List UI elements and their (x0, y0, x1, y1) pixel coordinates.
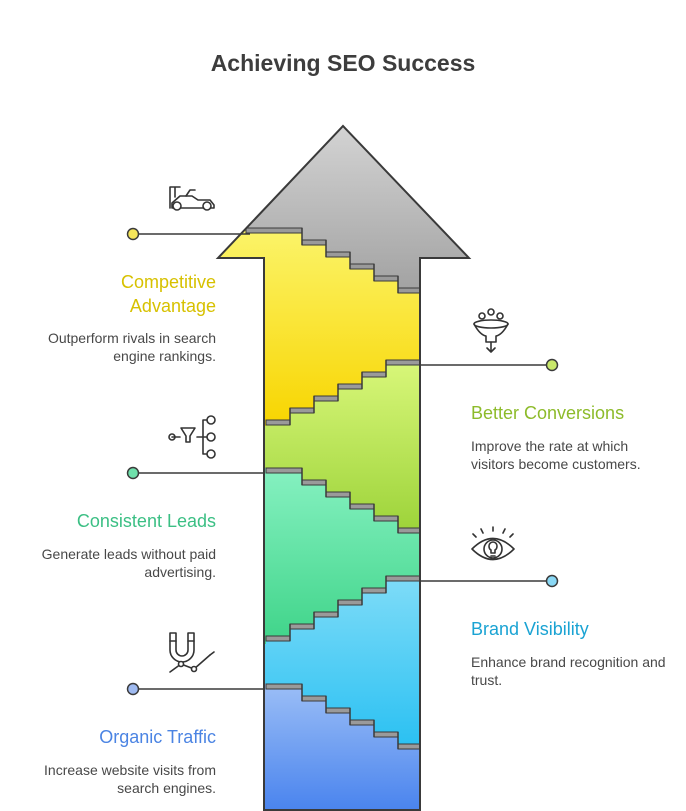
dot-leads (126, 466, 140, 480)
consistent-leads-title: Consistent Leads (76, 511, 216, 531)
arrow-head (246, 126, 469, 288)
brand-visibility-description: Enhance brand recognition and trust. (471, 654, 666, 688)
lead-funnel-network-icon (168, 415, 216, 459)
better-conversions-title: Better Conversions (471, 403, 625, 423)
segment-consistent-leads (264, 468, 420, 644)
eye-lightbulb-icon (471, 526, 515, 561)
page-title: Achieving SEO Success (210, 50, 476, 76)
segment-organic-traffic (264, 684, 420, 810)
competitive-advantage-description: Outperform rivals in search engine ranki… (47, 330, 216, 364)
race-car-icon (169, 186, 215, 211)
organic-traffic-description: Increase website visits from search engi… (44, 762, 216, 796)
brand-visibility-title: Brand Visibility (471, 619, 589, 639)
dot-visibility (545, 574, 559, 588)
consistent-leads-description: Generate leads without paid advertising. (41, 546, 216, 580)
segment-brand-visibility (264, 576, 420, 744)
competitive-advantage-title: Competitive Advantage (120, 272, 216, 316)
dot-competitive (126, 227, 140, 241)
dot-organic (126, 682, 140, 696)
magnet-trend-icon (169, 632, 215, 673)
segment-competitive-advantage (218, 228, 420, 426)
funnel-icon (473, 308, 509, 353)
better-conversions-description: Improve the rate at which visitors becom… (471, 438, 641, 472)
dot-conversions (545, 358, 559, 372)
segment-better-conversions (264, 360, 420, 528)
organic-traffic-title: Organic Traffic (99, 727, 216, 747)
